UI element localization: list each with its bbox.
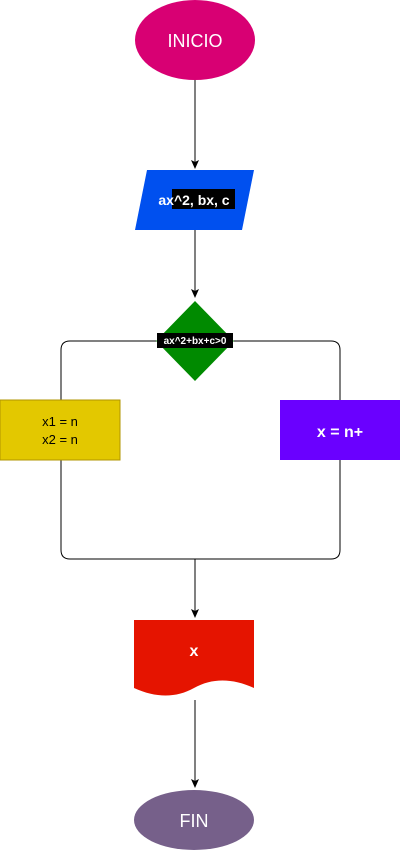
end-label: FIN: [180, 811, 209, 831]
input-label-prefix: ax: [158, 192, 174, 208]
left-process-line2: x2 = n: [42, 432, 78, 447]
decision-node: ax^2+bx+c>0: [156, 301, 234, 381]
end-node: FIN: [134, 790, 254, 850]
decision-label: ax^2+bx+c>0: [164, 336, 227, 347]
right-process-label: x = n+: [317, 424, 363, 441]
svg-text:ax^2, bx, c: ax^2, bx, c: [158, 192, 229, 208]
right-process-node: x = n+: [280, 400, 400, 460]
input-label-highlight: ^2, bx, c: [174, 192, 230, 208]
input-node: ax^2, bx, c: [135, 170, 254, 230]
output-label: x: [190, 643, 199, 660]
start-node: INICIO: [135, 0, 255, 80]
output-node: x: [134, 620, 254, 696]
start-label: INICIO: [167, 31, 222, 51]
left-process-node: x1 = n x2 = n: [0, 399, 121, 461]
left-process-line1: x1 = n: [42, 414, 78, 429]
